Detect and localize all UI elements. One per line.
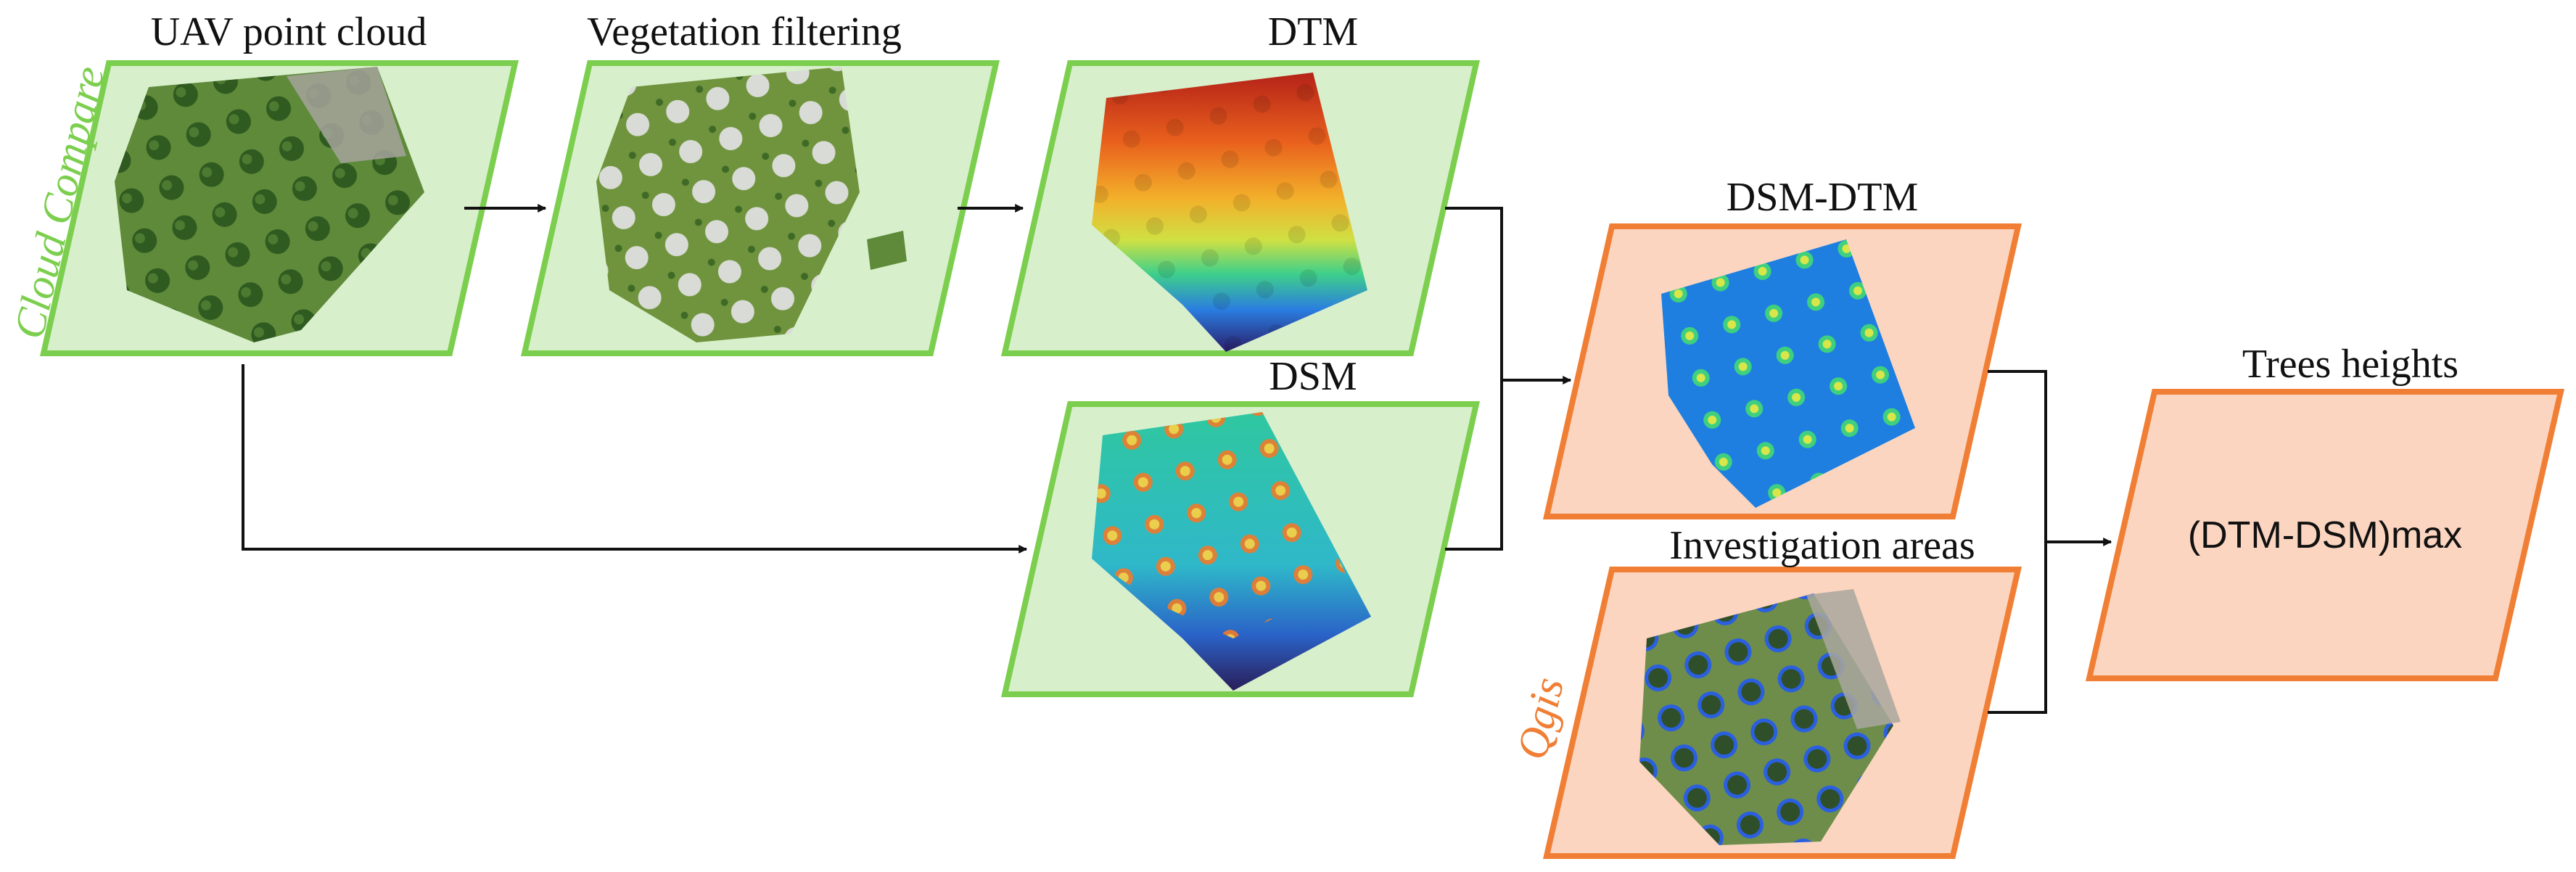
investigation-areas-building <box>1806 589 1901 729</box>
arrow-uav-to-dsm <box>242 364 1028 554</box>
uav-point-cloud-title: UAV point cloud <box>151 9 427 54</box>
dsm-dtm-raster <box>1661 239 1915 508</box>
dsm-title: DSM <box>1269 354 1357 399</box>
vegetation-filtering-fragment <box>867 231 907 270</box>
trees-heights-title: Trees heights <box>2242 342 2458 387</box>
trees-heights-box <box>2085 389 2565 681</box>
vegetation-filtering-thumbnail <box>596 67 860 342</box>
vegetation-filtering-title: Vegetation filtering <box>587 9 902 54</box>
dsm-raster-trees <box>1092 412 1349 638</box>
qgis-label: Qgis <box>1507 673 1573 764</box>
trees-heights-node: Trees heights (DTM-DSM)max <box>2085 342 2565 681</box>
dtm-title: DTM <box>1268 9 1358 54</box>
dsm-dtm-node: DSM-DTM <box>1543 175 2022 519</box>
investigation-areas-node: Investigation areas <box>1542 523 2022 859</box>
uav-point-cloud-node: UAV point cloud <box>40 9 519 356</box>
investigation-areas-title: Investigation areas <box>1669 523 1975 568</box>
dtm-raster-texture <box>1092 73 1367 352</box>
uav-building-patch <box>287 67 406 163</box>
dtm-node: DTM <box>1001 9 1480 356</box>
dsm-dtm-title: DSM-DTM <box>1727 175 1918 220</box>
vegetation-filtering-node: Vegetation filtering <box>521 9 1000 356</box>
trees-heights-formula: (DTM-DSM)max <box>2188 514 2462 556</box>
dsm-node: DSM <box>1001 354 1480 697</box>
